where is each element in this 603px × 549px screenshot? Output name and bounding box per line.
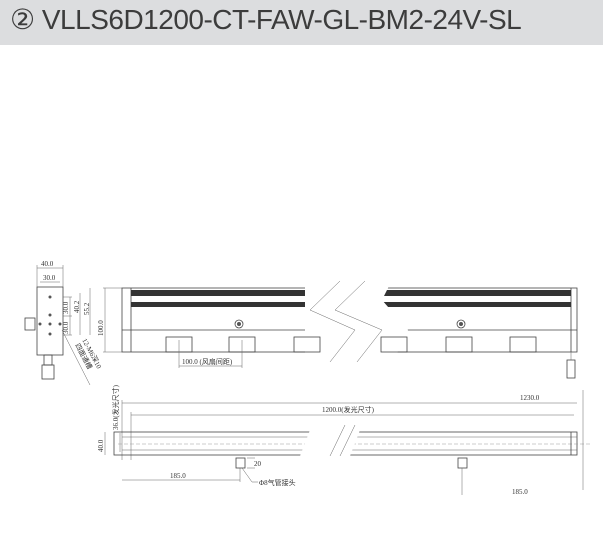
- fan-spacing-label: 100.0 (风扇间距): [182, 357, 233, 366]
- bottom-view: 1230.0 1200.0(发光尺寸) 36.0(发光尺寸) 40.0 20 1…: [97, 384, 590, 496]
- fitting-offset-label: 185.0: [170, 472, 186, 480]
- front-view: 100.0 100.0 (风扇间距): [97, 280, 578, 379]
- hole-spacing-2-label: 30.0: [62, 321, 70, 334]
- emit-length-label: 1200.0(发光尺寸): [322, 405, 375, 414]
- fitting-offset-right-label: 185.0: [512, 488, 528, 496]
- emit-width-label: 36.0(发光尺寸): [111, 384, 120, 430]
- dim-40-2-label: 40.2: [73, 300, 81, 313]
- side-inner-width-label: 30.0: [43, 274, 56, 282]
- bottom-width-label: 40.0: [97, 439, 105, 452]
- fitting-note: Φ8气管接头: [259, 478, 296, 487]
- title-bar: ② VLLS6D1200-CT-FAW-GL-BM2-24V-SL: [0, 0, 603, 45]
- side-width-label: 40.0: [41, 260, 54, 268]
- product-model-title: ② VLLS6D1200-CT-FAW-GL-BM2-24V-SL: [10, 4, 522, 35]
- fans: [165, 336, 537, 353]
- dim-55-2-label: 55.2: [83, 302, 91, 315]
- hole-spacing-1-label: 30.0: [62, 301, 70, 314]
- side-view: 40.0 30.0 30.0 30.0 40.2 55.2 12-M6深10 四…: [24, 260, 104, 386]
- height-label: 100.0: [97, 320, 105, 336]
- total-length-label: 1230.0: [520, 394, 540, 402]
- fitting-height-label: 20: [254, 460, 262, 468]
